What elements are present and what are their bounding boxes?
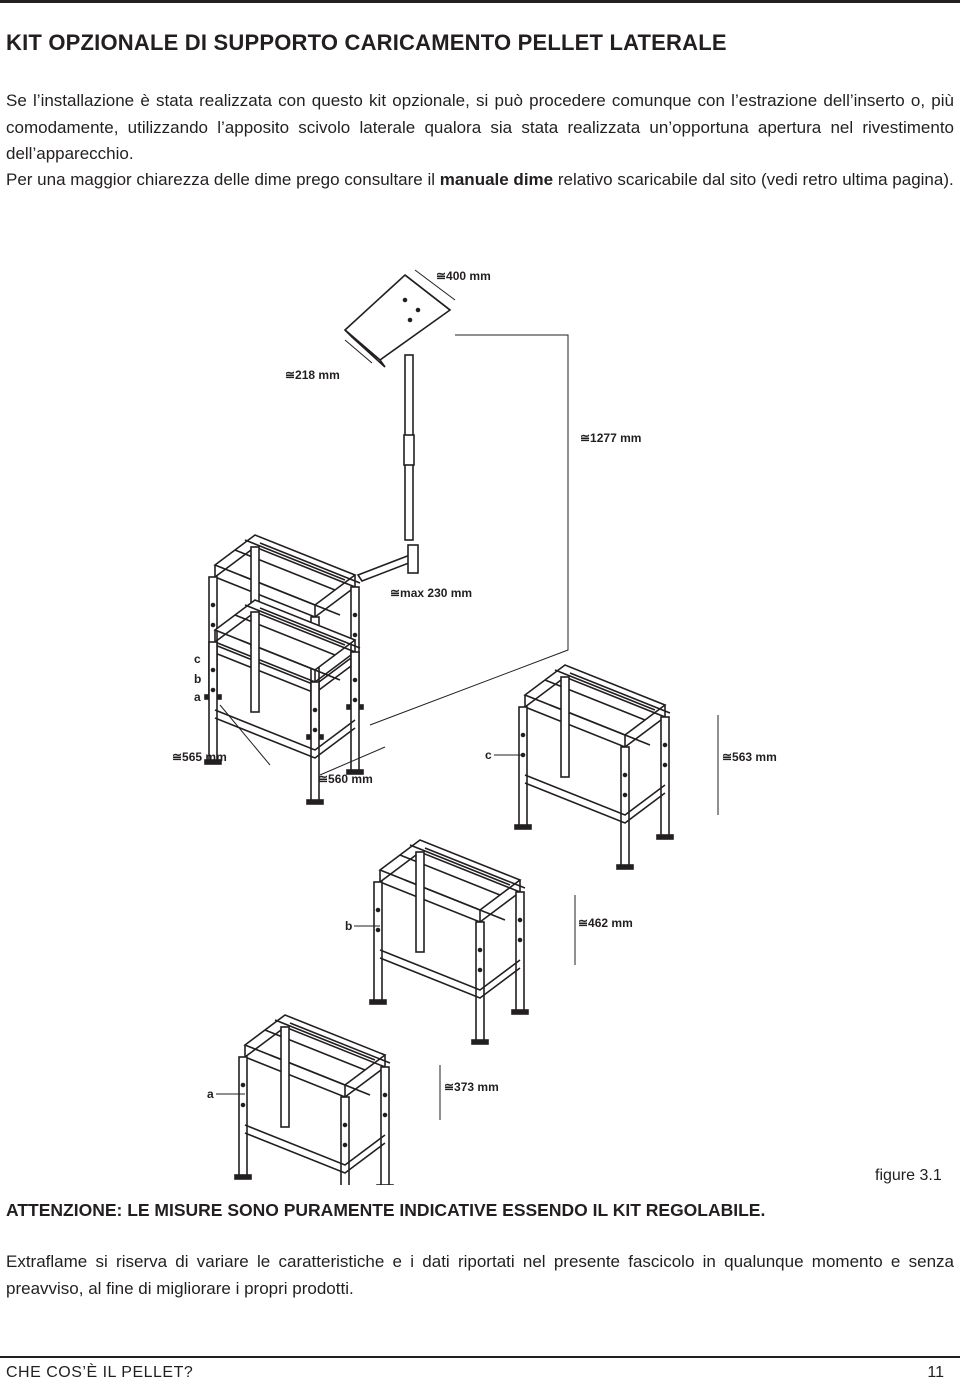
dime-manual-link-text: manuale dime <box>439 170 554 189</box>
footer-rule <box>0 1356 960 1358</box>
label-a: a <box>207 1087 214 1101</box>
label-c-large: c <box>194 652 201 666</box>
dim-height-b: ≅462 mm <box>578 916 633 930</box>
frame-height-c <box>514 664 674 870</box>
dime-text-after: relativo scaricabile dal sito (vedi retr… <box>553 170 954 189</box>
figure-caption: figure 3.1 <box>875 1167 942 1184</box>
kit-assembly-figure: ≅400 mm ≅218 mm ≅1277 mm ≅max 230 mm ≅56… <box>0 255 960 1220</box>
dim-bracket: ≅max 230 mm <box>390 586 472 600</box>
dim-chute-width: ≅400 mm <box>436 269 491 283</box>
disclaimer-paragraph: Extraflame si riserva di variare le cara… <box>6 1252 954 1298</box>
dim-height-a: ≅373 mm <box>444 1080 499 1094</box>
chute-drawing <box>343 273 452 582</box>
label-a-large: a <box>194 690 201 704</box>
intro-paragraph: Se l’installazione è stata realizzata co… <box>6 91 954 163</box>
dim-height-c: ≅563 mm <box>722 750 777 764</box>
footer-section-title: CHE COS’È IL PELLET? <box>6 1364 194 1381</box>
dim-depth: ≅565 mm <box>172 750 227 764</box>
frame-full-assembly <box>204 534 364 805</box>
label-b: b <box>345 919 352 933</box>
dim-total-height: ≅1277 mm <box>580 431 641 445</box>
dime-text-before: Per una maggior chiarezza delle dime pre… <box>6 170 440 189</box>
dim-width: ≅560 mm <box>318 772 373 786</box>
dim-chute-depth: ≅218 mm <box>285 368 340 382</box>
dime-paragraph: Per una maggior chiarezza delle dime pre… <box>6 167 954 194</box>
frame-height-b <box>369 839 529 1045</box>
page-number: 11 <box>927 1364 944 1381</box>
label-b-large: b <box>194 672 201 686</box>
page-title: KIT OPZIONALE DI SUPPORTO CARICAMENTO PE… <box>6 30 727 55</box>
warning-text: ATTENZIONE: LE MISURE SONO PURAMENTE IND… <box>6 1200 766 1220</box>
label-c: c <box>485 748 492 762</box>
top-rule <box>0 0 960 3</box>
frame-height-a <box>234 1014 394 1220</box>
